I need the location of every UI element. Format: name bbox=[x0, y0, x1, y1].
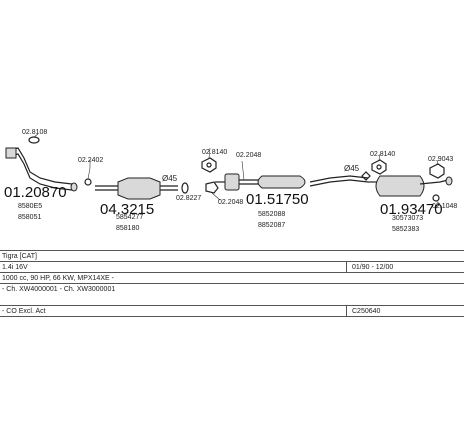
catalogue-code: C250640 bbox=[352, 308, 381, 315]
hanger-1[interactable] bbox=[201, 157, 217, 173]
date-range: 01/90 - 12/00 bbox=[352, 264, 394, 271]
engine-name: 1.4i 16V bbox=[2, 264, 28, 271]
co-note: - CO Excl. Act bbox=[2, 308, 46, 315]
engine-spec: 1000 cc, 90 HP, 66 KW, MPX14XE - bbox=[2, 275, 114, 282]
gasket-mid[interactable] bbox=[181, 182, 189, 194]
part-label: 02.8108 bbox=[22, 129, 47, 136]
table-row: 1.4i 16V 01/90 - 12/00 bbox=[0, 261, 464, 273]
part-label: 02.2048 bbox=[236, 152, 261, 159]
diameter-note: Ø45 bbox=[162, 174, 178, 183]
part-number-front-pipe: 01.20870 bbox=[4, 184, 67, 201]
diameter-note: Ø45 bbox=[344, 164, 360, 173]
ref-number: 5852088 bbox=[258, 211, 285, 218]
front-pipe[interactable] bbox=[5, 147, 78, 192]
chassis-range: - Ch. XW4000001 - Ch. XW3000001 bbox=[2, 286, 116, 293]
table-row: 1000 cc, 90 HP, 66 KW, MPX14XE - bbox=[0, 272, 464, 284]
middle-silencer[interactable] bbox=[215, 173, 369, 191]
table-row: Tigra [CAT] bbox=[0, 250, 464, 262]
clamp-1[interactable] bbox=[84, 167, 92, 186]
part-label: 02.1048 bbox=[432, 203, 457, 210]
column-divider bbox=[346, 306, 347, 317]
table-row: - Ch. XW4000001 - Ch. XW3000001 bbox=[0, 283, 464, 295]
part-label: 02.9043 bbox=[428, 156, 453, 163]
ref-number: 858051 bbox=[18, 214, 41, 221]
part-label: 02.8140 bbox=[370, 151, 395, 158]
column-divider bbox=[346, 262, 347, 273]
gasket-rear[interactable] bbox=[361, 171, 371, 181]
part-label: 02.2048 bbox=[218, 199, 243, 206]
part-label: 02.8227 bbox=[176, 195, 201, 202]
part-number-catalyst: 04.3215 bbox=[100, 201, 154, 218]
hanger-2[interactable] bbox=[205, 181, 219, 194]
vehicle-info-table: Tigra [CAT] 1.4i 16V 01/90 - 12/00 1000 … bbox=[0, 250, 464, 441]
table-bottom-rule bbox=[0, 316, 464, 317]
catalyst[interactable] bbox=[95, 177, 178, 200]
ref-number: 8852087 bbox=[258, 222, 285, 229]
ref-number: 5852383 bbox=[392, 226, 419, 233]
part-number-middle-silencer: 01.51750 bbox=[246, 191, 309, 208]
ref-number: 5854277 bbox=[116, 214, 143, 221]
ref-number: 30573073 bbox=[392, 215, 423, 222]
ref-number: 858180 bbox=[116, 225, 139, 232]
part-label: 02.8140 bbox=[202, 149, 227, 156]
hanger-rear[interactable] bbox=[371, 159, 387, 175]
table-row: - CO Excl. Act C250640 bbox=[0, 305, 464, 317]
model-name: Tigra [CAT] bbox=[2, 253, 38, 260]
rear-silencer[interactable] bbox=[368, 175, 453, 197]
rear-hanger-tail[interactable] bbox=[429, 163, 445, 179]
exhaust-system-diagram: 02.8108 02.2402 02.8140 02.2048 02.8140 … bbox=[4, 129, 457, 233]
front-gasket[interactable] bbox=[28, 133, 40, 144]
ref-number: 8580E5 bbox=[18, 203, 42, 210]
part-label: 02.2402 bbox=[78, 157, 103, 164]
part-number-rear-silencer: 01.93470 bbox=[380, 201, 443, 218]
